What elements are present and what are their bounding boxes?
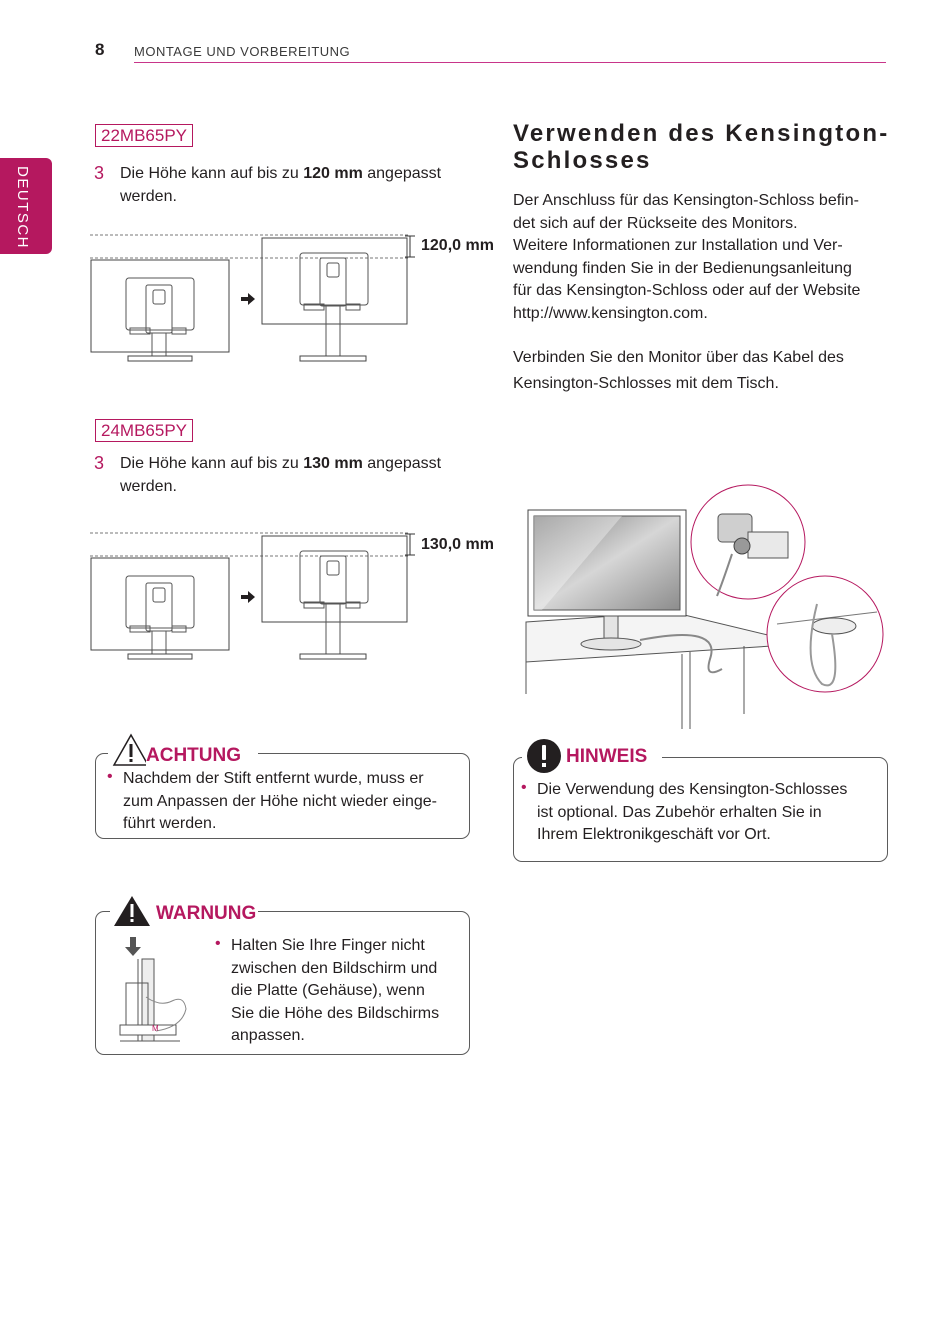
warning-header: WARNUNG	[110, 894, 258, 928]
caution-header: ACHTUNG	[108, 733, 258, 769]
warning-triangle-icon	[114, 896, 150, 926]
caution-heading: ACHTUNG	[146, 745, 241, 767]
language-tab: DEUTSCH	[0, 158, 52, 254]
step-number: 3	[94, 163, 105, 183]
down-arrow-icon	[125, 937, 141, 956]
height-dimension-label: 120,0 mm	[421, 237, 494, 254]
step-text: Die Höhe kann auf bis zu 130 mm angepass…	[120, 455, 442, 495]
kensington-paragraph-2: Verbinden Sie den Monitor über das Kabel…	[513, 349, 844, 392]
header-rule	[134, 62, 886, 63]
finger-pinch-illustration: M	[119, 937, 187, 1042]
exclamation-circle-icon	[527, 739, 561, 773]
note-bullet: •	[521, 779, 527, 796]
kensington-heading: Verwenden des Kensington- Schlosses	[513, 120, 890, 174]
height-adjust-illustration-22	[90, 234, 415, 362]
arrow-right-icon	[241, 293, 255, 305]
note-text: Die Verwendung des Kensington-Schlosses …	[537, 781, 848, 843]
step-number: 3	[94, 453, 105, 473]
svg-text:M: M	[152, 1024, 159, 1033]
warning-triangle-icon	[112, 733, 150, 766]
caution-bullet: •	[107, 768, 113, 785]
kensington-lock-illustration	[525, 484, 884, 729]
language-tab-label: DEUTSCH	[14, 166, 31, 250]
caution-text: Nachdem der Stift entfernt wurde, muss e…	[123, 770, 437, 832]
arrow-right-icon	[241, 591, 255, 603]
height-dimension-label: 130,0 mm	[421, 536, 494, 553]
model-tag-24mb65py: 24MB65PY	[95, 419, 193, 442]
page-number: 8	[95, 40, 105, 59]
warning-bullet: •	[215, 935, 221, 952]
step-text: Die Höhe kann auf bis zu 120 mm angepass…	[120, 165, 442, 205]
note-heading: HINWEIS	[566, 746, 648, 768]
height-adjust-illustration-24	[90, 532, 415, 660]
note-header: HINWEIS	[522, 738, 662, 774]
note-box	[513, 757, 888, 862]
kensington-paragraph-1: Der Anschluss für das Kensington-Schloss…	[513, 192, 861, 322]
model-tag-22mb65py: 22MB65PY	[95, 124, 193, 147]
warning-heading: WARNUNG	[156, 903, 257, 925]
section-title: MONTAGE UND VORBEREITUNG	[134, 44, 351, 59]
warning-text: Halten Sie Ihre Finger nicht zwischen de…	[231, 937, 440, 1044]
